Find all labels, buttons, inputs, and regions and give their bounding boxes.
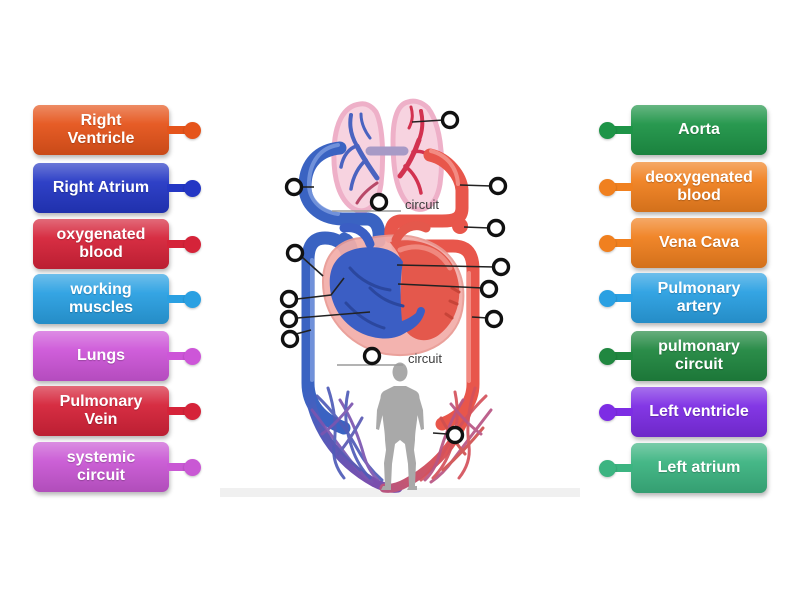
label-point-systemic-circuit[interactable] xyxy=(362,346,382,366)
connector-dot xyxy=(599,121,616,139)
answer-tile-pulmonary-artery[interactable]: Pulmonary artery xyxy=(599,273,767,323)
connector-stub xyxy=(167,240,187,248)
connector-dot xyxy=(599,459,616,477)
connector-stub xyxy=(167,407,187,415)
connector-dot xyxy=(184,458,201,476)
answer-tile-oxygenated-blood[interactable]: oxygenated blood xyxy=(33,219,201,269)
connector-dot xyxy=(184,290,201,308)
pulmonary-circuit-text: circuit xyxy=(405,197,439,212)
answer-tile-label: deoxygenated blood xyxy=(645,169,753,204)
answer-tile-label: Pulmonary Vein xyxy=(59,393,143,428)
answer-tile-label: Pulmonary artery xyxy=(657,280,741,315)
connector-stub xyxy=(613,239,633,247)
label-point-aorta[interactable] xyxy=(484,309,504,329)
connector-dot xyxy=(184,121,201,139)
connector-dot xyxy=(599,178,616,196)
label-point-pulmonary-artery[interactable] xyxy=(284,177,304,197)
answer-tile-working-muscles[interactable]: working muscles xyxy=(33,274,201,324)
answer-tile-right-ventricle[interactable]: Right Ventricle xyxy=(33,105,201,155)
label-point-right-ventricle[interactable] xyxy=(279,309,299,329)
label-point-body-capillaries[interactable] xyxy=(445,425,465,445)
connector-dot xyxy=(599,234,616,252)
connector-stub xyxy=(613,183,633,191)
label-point-right-atrium[interactable] xyxy=(279,289,299,309)
label-point-vena-cava-arch[interactable] xyxy=(285,243,305,263)
pulmonary-circuit-blank: circuit xyxy=(332,197,439,212)
answer-tile-label: Aorta xyxy=(678,121,720,139)
answer-tile-aorta[interactable]: Aorta xyxy=(599,105,767,155)
connector-dot xyxy=(184,347,201,365)
answer-tile-label: oxygenated blood xyxy=(56,226,146,261)
answer-tile-left-atrium[interactable]: Left atrium xyxy=(599,443,767,493)
connector-dot xyxy=(599,289,616,307)
answer-tile-label: Left ventricle xyxy=(649,403,749,421)
body-figure xyxy=(376,362,424,490)
connector-stub xyxy=(613,464,633,472)
connector-stub xyxy=(167,184,187,192)
label-point-left-ventricle[interactable] xyxy=(479,279,499,299)
connector-stub xyxy=(613,294,633,302)
connector-stub xyxy=(613,352,633,360)
circulatory-diagram-image: circuit circuit xyxy=(220,98,580,497)
answer-tile-label: pulmonary circuit xyxy=(658,338,740,373)
answer-tile-right-atrium[interactable]: Right Atrium xyxy=(33,163,201,213)
label-point-pulmonary-circuit[interactable] xyxy=(369,192,389,212)
label-point-vena-cava[interactable] xyxy=(280,329,300,349)
answer-tile-deoxygenated-blood[interactable]: deoxygenated blood xyxy=(599,162,767,212)
answer-tile-pulmonary-vein[interactable]: Pulmonary Vein xyxy=(33,386,201,436)
connector-stub xyxy=(613,408,633,416)
connector-stub xyxy=(167,463,187,471)
answer-tile-label: Lungs xyxy=(77,347,125,365)
connector-stub xyxy=(167,126,187,134)
connector-dot xyxy=(599,403,616,421)
answer-tile-vena-cava[interactable]: Vena Cava xyxy=(599,218,767,268)
connector-dot xyxy=(599,347,616,365)
connector-stub xyxy=(167,352,187,360)
systemic-circuit-blank: circuit xyxy=(337,351,442,366)
connector-dot xyxy=(184,235,201,253)
answer-tile-label: Vena Cava xyxy=(658,234,740,252)
answer-tile-systemic-circuit[interactable]: systemic circuit xyxy=(33,442,201,492)
label-point-pulmonary-vein[interactable] xyxy=(488,176,508,196)
answer-tile-pulmonary-circuit[interactable]: pulmonary circuit xyxy=(599,331,767,381)
answer-tile-lungs[interactable]: Lungs xyxy=(33,331,201,381)
label-point-right-lung[interactable] xyxy=(440,110,460,130)
label-point-left-atrium[interactable] xyxy=(491,257,511,277)
answer-tile-label: working muscles xyxy=(68,281,134,316)
systemic-circuit-text: circuit xyxy=(408,351,442,366)
answer-tile-label: Right Atrium xyxy=(52,179,150,197)
image-floor-strip xyxy=(220,488,580,497)
connector-dot xyxy=(184,402,201,420)
answer-tile-label: Left atrium xyxy=(657,459,741,477)
connector-stub xyxy=(167,295,187,303)
connector-stub xyxy=(613,126,633,134)
systemic-capillaries xyxy=(303,381,493,493)
connector-dot xyxy=(184,179,201,197)
answer-tile-label: systemic circuit xyxy=(66,449,136,484)
answer-tile-label: Right Ventricle xyxy=(67,112,135,147)
label-pointer-lines xyxy=(295,119,496,435)
label-point-vessel-junction[interactable] xyxy=(486,218,506,238)
answer-tile-left-ventricle[interactable]: Left ventricle xyxy=(599,387,767,437)
